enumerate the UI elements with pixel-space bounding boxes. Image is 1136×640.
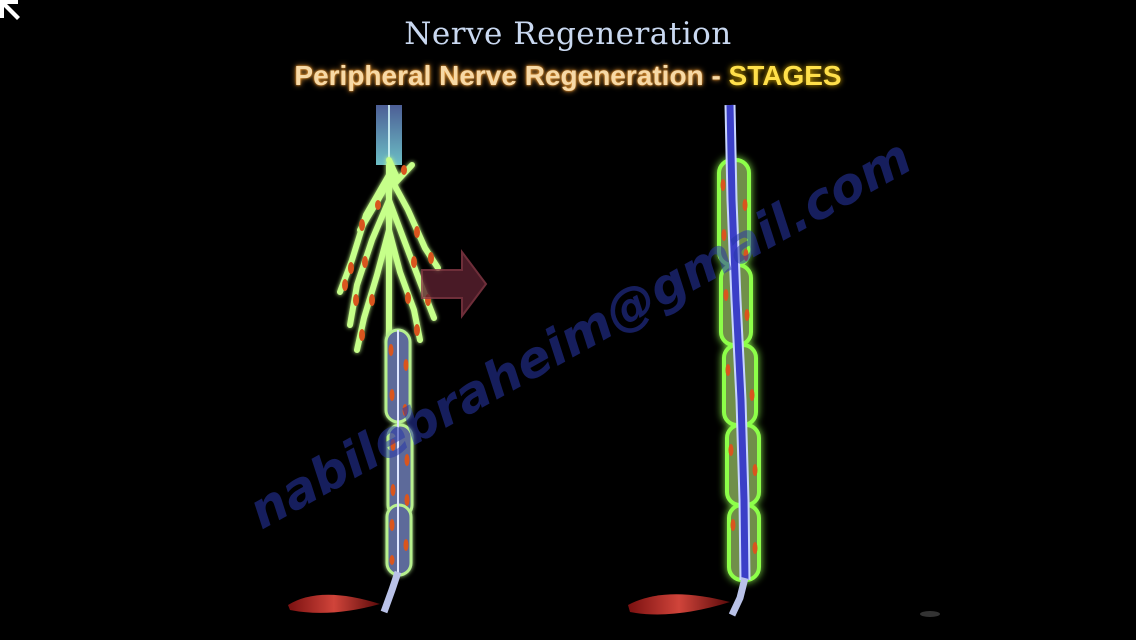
right-nerve-regenerated <box>628 104 940 617</box>
left-nerve-regenerating <box>288 105 441 614</box>
subtitle-accent: STAGES <box>728 60 842 91</box>
slide-title: Nerve Regeneration <box>404 16 732 52</box>
slide-subtitle: Peripheral Nerve Regeneration - STAGES <box>0 60 1136 92</box>
subtitle-main: Peripheral Nerve Regeneration - <box>294 60 729 91</box>
double-arrow-icon <box>421 249 488 319</box>
right-muscle <box>628 594 730 615</box>
left-muscle <box>288 594 380 613</box>
resize-corner-icon <box>0 0 20 20</box>
